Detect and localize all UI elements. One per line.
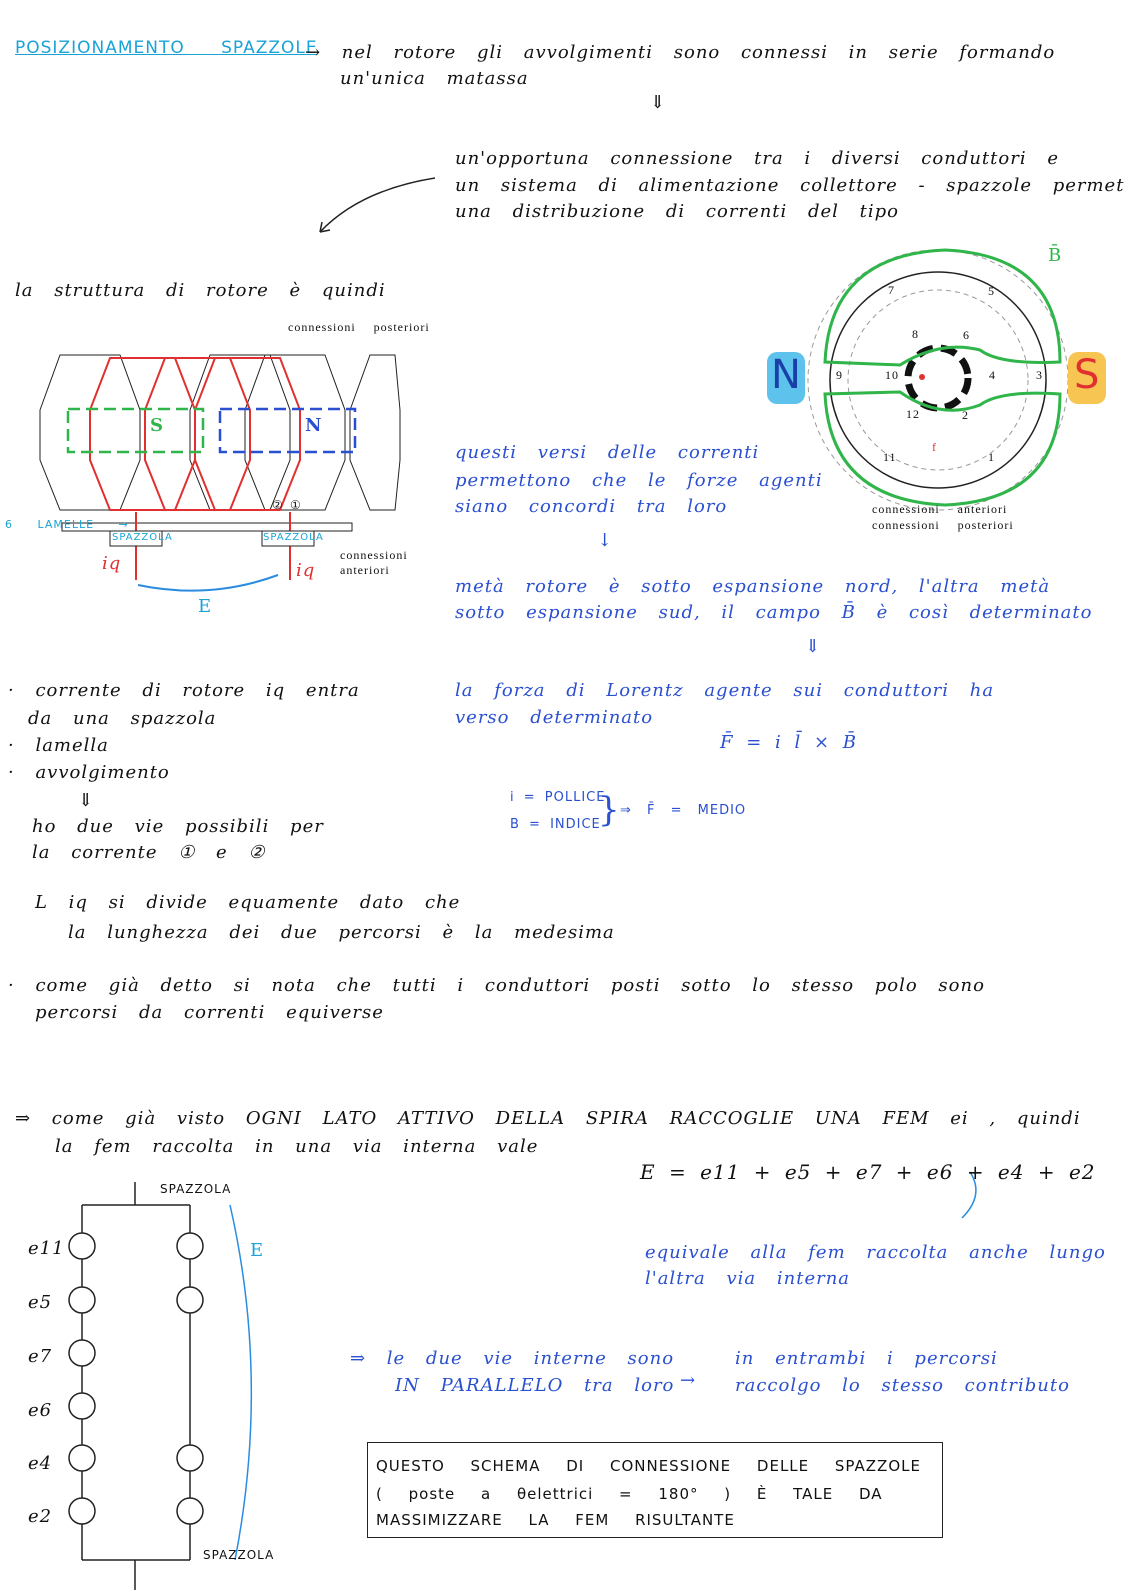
path-label: ②: [272, 498, 284, 512]
circuit-diagram: [68, 1171, 977, 1590]
note-line: ho due vie possibili per: [32, 816, 324, 837]
brush-label: SPAZZOLA: [160, 1182, 232, 1196]
legend-rear: connessioni posteriori: [872, 518, 1014, 532]
note-line: sotto espansione sud, il campo B̄ è così…: [455, 602, 1093, 623]
intro-line: un'unica matassa: [340, 68, 529, 89]
note-line: da una spazzola: [28, 708, 217, 729]
slot-number: 6: [963, 328, 970, 342]
slot-number: 7: [888, 283, 895, 297]
note-line: · come già detto si nota che tutti i con…: [8, 975, 985, 996]
brace: }: [598, 790, 621, 830]
slot-number: 10: [885, 368, 899, 382]
note-line: questi versi delle correnti: [455, 442, 760, 463]
structure-label: la struttura di rotore è quindi: [15, 280, 386, 301]
brush-label: SPAZZOLA: [112, 532, 173, 543]
intro-line: → nel rotore gli avvolgimenti sono conne…: [305, 42, 1056, 63]
current-label: iq: [102, 553, 122, 574]
arrow: →: [680, 1370, 697, 1391]
arrow: ⇓: [650, 92, 667, 113]
path-label: ①: [290, 498, 302, 512]
slot-number: 5: [988, 284, 995, 298]
summary-line: ( poste a θelettrici = 180° ) È TALE DA: [376, 1485, 883, 1503]
slot-number: 9: [836, 368, 843, 382]
arrow: ↓: [597, 530, 614, 551]
note-line: metà rotore è sotto espansione nord, l'a…: [455, 576, 1051, 597]
intro-line: un sistema di alimentazione collettore -…: [455, 175, 1125, 196]
brush-label: SPAZZOLA: [203, 1548, 275, 1562]
note-line: verso determinato: [455, 707, 654, 728]
note-line: la forza di Lorentz agente sui conduttor…: [455, 680, 995, 701]
front-connections-label: connessioni anteriori: [340, 548, 408, 577]
note-line: siano concordi tra loro: [455, 496, 728, 517]
note-line: permettono che le forze agenti: [455, 470, 823, 491]
slot-number: 1: [988, 450, 995, 464]
page-title: POSIZIONAMENTO SPAZZOLE: [15, 38, 318, 58]
rear-connections-label: connessioni posteriori: [288, 320, 430, 334]
note-line: la lunghezza dei due percorsi è la medes…: [68, 922, 615, 943]
hand-rule-result: ⇒ F̄ = MEDIO: [620, 803, 747, 818]
summary-box: QUESTO SCHEMA DI CONNESSIONE DELLE SPAZZ…: [367, 1442, 943, 1538]
source-label: e5: [28, 1292, 53, 1313]
emf-label: E: [250, 1240, 265, 1261]
legend-front: connessioni anteriori: [872, 502, 1008, 516]
hand-rule: B = INDICE: [510, 817, 601, 832]
curved-arrow-icon: [319, 177, 436, 233]
south-pole: S: [1074, 352, 1100, 398]
arrow: ⇓: [78, 790, 95, 811]
summary-line: MASSIMIZZARE LA FEM RISULTANTE: [376, 1511, 735, 1529]
lamelle-label: 6 LAMELLE →: [5, 518, 129, 531]
summary-line: QUESTO SCHEMA DI CONNESSIONE DELLE SPAZZ…: [376, 1457, 921, 1475]
note-line: L iq si divide equamente dato che: [35, 892, 461, 913]
note-line: equivale alla fem raccolta anche lungo: [645, 1242, 1106, 1263]
note-line: raccolgo lo stesso contributo: [735, 1375, 1070, 1396]
north-pole: N: [771, 352, 801, 398]
note-line: ⇒ come già visto OGNI LATO ATTIVO DELLA …: [15, 1108, 1081, 1129]
force-label: f: [932, 440, 937, 454]
note-line: la fem raccolta in una via interna vale: [55, 1136, 539, 1157]
note-line: · corrente di rotore iq entra: [8, 680, 360, 701]
lorentz-formula: F̄ = i l̄ × B̄: [720, 732, 858, 753]
note-line: la corrente ① e ②: [32, 842, 266, 863]
rotor-diagram: [807, 248, 1069, 511]
winding-diagram: [39, 354, 401, 532]
note-line: ⇒ le due vie interne sono: [350, 1348, 675, 1369]
note-line: · lamella: [8, 735, 109, 756]
slot-number: 4: [989, 368, 996, 382]
note-line: percorsi da correnti equiverse: [35, 1002, 384, 1023]
note-line: IN PARALLELO tra loro: [395, 1375, 675, 1396]
hand-rule: i = POLLICE: [510, 790, 606, 805]
pole-n-label: N: [305, 415, 323, 436]
intro-line: un'opportuna connessione tra i diversi c…: [455, 148, 1059, 169]
intro-line: una distribuzione di correnti del tipo: [455, 201, 899, 222]
slot-number: 8: [912, 327, 919, 341]
note-line: in entrambi i percorsi: [735, 1348, 998, 1369]
field-label: B̄: [1048, 245, 1063, 266]
source-label: e7: [28, 1346, 53, 1367]
note-line: l'altra via interna: [645, 1268, 851, 1289]
pole-s-label: S: [150, 415, 164, 436]
slot-number: 2: [962, 408, 969, 422]
arrow: ⇓: [805, 636, 822, 657]
source-label: e2: [28, 1506, 53, 1527]
source-label: e4: [28, 1453, 53, 1474]
slot-number: 12: [906, 407, 920, 421]
note-line: · avvolgimento: [8, 762, 170, 783]
source-label: e11: [28, 1238, 65, 1259]
brush-label: SPAZZOLA: [263, 532, 324, 543]
slot-number: 11: [883, 450, 897, 464]
emf-label: E: [198, 596, 213, 617]
current-label: iq: [296, 560, 316, 581]
source-label: e6: [28, 1400, 53, 1421]
emf-formula: E = e11 + e5 + e7 + e6 + e4 + e2: [640, 1160, 1096, 1184]
slot-number: 3: [1036, 368, 1043, 382]
